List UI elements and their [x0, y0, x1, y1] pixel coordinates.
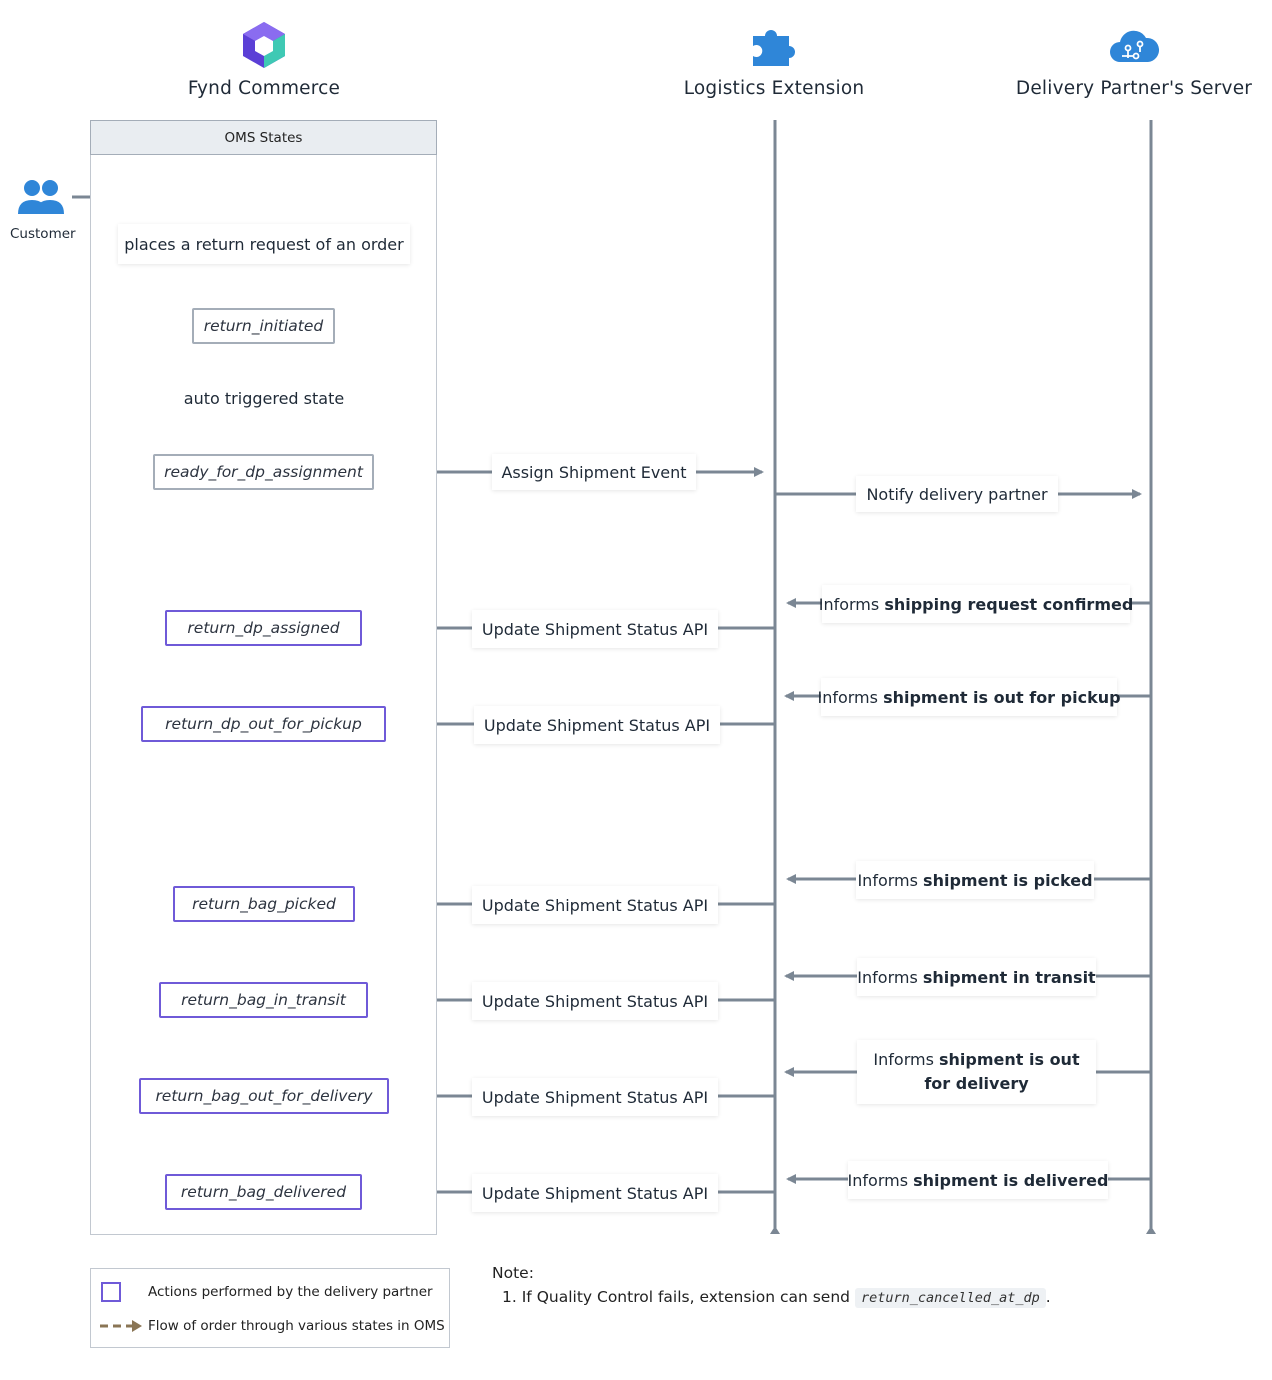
informs-bold: shipment in transit	[922, 967, 1096, 987]
state-ready-for-dp-assignment: ready_for_dp_assignment	[153, 454, 374, 490]
note-item-text: If Quality Control fails, extension can …	[521, 1288, 850, 1306]
informs-prefix: Informs	[817, 687, 878, 707]
informs-prefix: Informs	[847, 1170, 909, 1190]
state-return-bag-picked: return_bag_picked	[173, 886, 355, 922]
column-title-fynd: Fynd Commerce	[187, 78, 341, 99]
informs-prefix: Informs	[818, 594, 880, 614]
informs-bold: shipment is picked	[923, 870, 1093, 890]
legend-flow-arrow-icon	[100, 1320, 142, 1332]
update-status-api-label: Update Shipment Status API	[472, 1078, 718, 1116]
update-status-api-label: Update Shipment Status API	[472, 610, 718, 648]
note-title: Note:	[492, 1264, 534, 1282]
column-title-extension: Logistics Extension	[683, 78, 865, 99]
informs-bold: shipment is out for delivery	[924, 1050, 1080, 1093]
informs-label: Informs shipment in transit	[857, 958, 1096, 996]
informs-prefix: Informs	[873, 1050, 939, 1069]
note-item-number: 1.	[502, 1288, 517, 1306]
informs-label: Informs shipment is delivered	[848, 1161, 1108, 1199]
assign-shipment-event-label: Assign Shipment Event	[492, 454, 696, 490]
state-return-bag-delivered: return_bag_delivered	[165, 1174, 362, 1210]
state-return-initiated: return_initiated	[192, 308, 335, 344]
note-item: 1. If Quality Control fails, extension c…	[502, 1288, 1051, 1308]
notify-delivery-partner-label: Notify delivery partner	[856, 476, 1058, 512]
customer-action-label: places a return request of an order	[118, 224, 410, 264]
informs-label: Informs shipment is picked	[856, 861, 1094, 899]
cloud-server-icon	[1110, 30, 1160, 62]
update-status-api-label: Update Shipment Status API	[472, 1174, 718, 1212]
informs-label: Informs shipment is out for pickup	[817, 678, 1121, 716]
note-item-code: return_cancelled_at_dp	[854, 1288, 1046, 1308]
informs-arrows	[784, 598, 1151, 1184]
informs-bold: shipment is out for pickup	[883, 687, 1121, 707]
state-return-dp-out-for-pickup: return_dp_out_for_pickup	[141, 706, 386, 742]
fynd-logo-icon	[243, 22, 285, 68]
legend	[90, 1268, 450, 1348]
oms-states-header: OMS States	[90, 120, 437, 155]
customer-label: Customer	[10, 226, 76, 242]
state-return-dp-assigned: return_dp_assigned	[165, 610, 362, 646]
legend-partner-swatch	[101, 1282, 121, 1302]
informs-bold: shipment is delivered	[913, 1170, 1109, 1190]
informs-prefix: Informs	[857, 870, 918, 890]
state-return-bag-out-for-delivery: return_bag_out_for_delivery	[139, 1078, 389, 1114]
note-item-end: .	[1045, 1288, 1051, 1306]
puzzle-icon	[753, 30, 795, 66]
legend-flow: Flow of order through various states in …	[148, 1318, 445, 1334]
informs-label: Informs shipment is out for delivery	[857, 1040, 1096, 1104]
update-status-api-label: Update Shipment Status API	[472, 982, 718, 1020]
users-icon	[18, 180, 64, 214]
auto-trigger-label: auto triggered state	[180, 386, 348, 411]
informs-label: Informs shipping request confirmed	[818, 585, 1134, 623]
informs-bold: shipping request confirmed	[884, 594, 1134, 614]
legend-partner-actions: Actions performed by the delivery partne…	[148, 1284, 433, 1300]
update-status-api-label: Update Shipment Status API	[472, 886, 718, 924]
update-status-api-label: Update Shipment Status API	[474, 706, 720, 744]
informs-prefix: Informs	[857, 967, 918, 987]
oms-states-panel	[90, 120, 437, 1235]
column-title-partner: Delivery Partner's Server	[1015, 78, 1253, 99]
state-return-bag-in-transit: return_bag_in_transit	[159, 982, 368, 1018]
